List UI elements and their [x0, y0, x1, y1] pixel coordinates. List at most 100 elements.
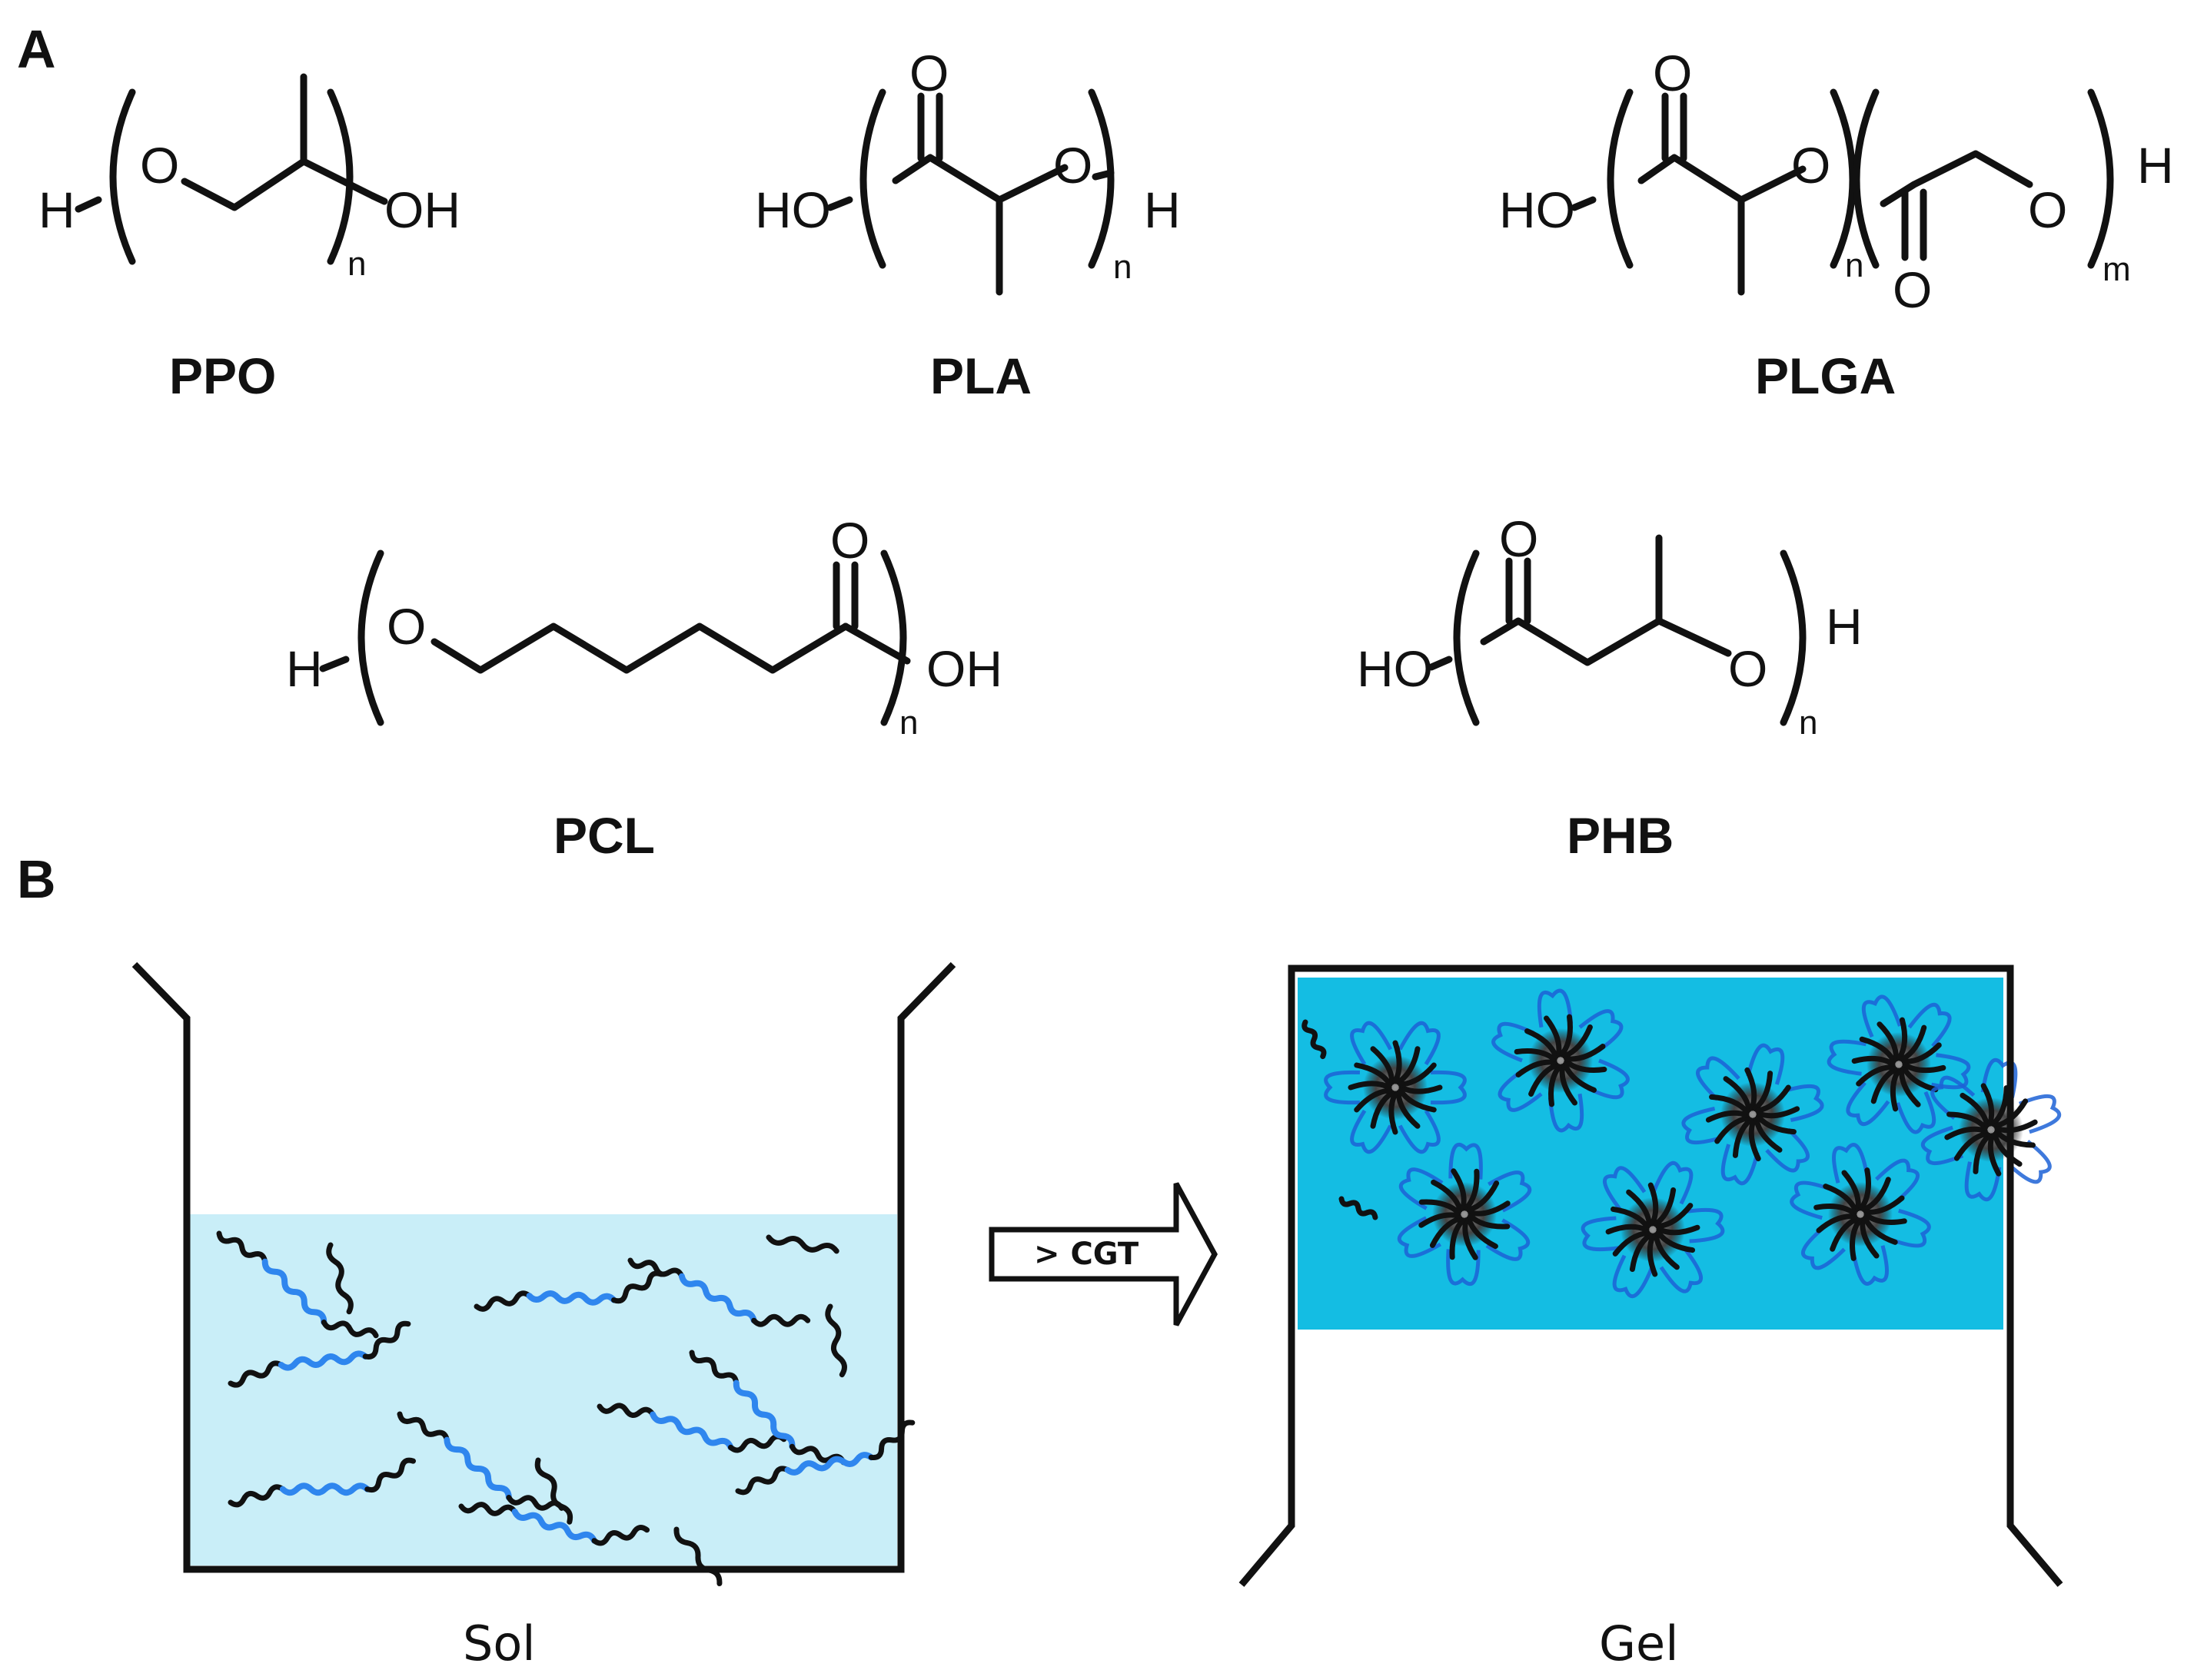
micelle-arm — [1756, 1106, 1800, 1119]
corona-loop — [1488, 1170, 1532, 1213]
micelle-arm — [1994, 1119, 2038, 1134]
micelle — [1681, 1043, 1824, 1186]
subscript-n: n — [1113, 248, 1132, 286]
micelle-arm — [1754, 1084, 1791, 1114]
corona-loop — [1498, 1068, 1543, 1112]
micelle-arm — [1980, 1083, 1995, 1127]
corona-loop — [1746, 1043, 1785, 1085]
micelle-arm — [1709, 1094, 1750, 1115]
subscript-n: n — [1799, 704, 1817, 742]
micelle-arm — [1561, 1024, 1593, 1059]
micelle-arm — [1841, 1170, 1861, 1212]
hydrophobic-segment — [868, 1419, 916, 1461]
hydrophobic-segment — [216, 1230, 268, 1265]
hydrophobic-segment — [611, 1270, 664, 1304]
triblock-chain — [228, 1320, 411, 1388]
micelle — [1397, 1143, 1532, 1286]
atom-o: O — [2028, 181, 2067, 238]
micelle-arm — [1816, 1214, 1858, 1233]
micelle-arm — [1418, 1212, 1461, 1228]
micelle-arm — [1823, 1184, 1859, 1214]
corona-loop — [2018, 1094, 2062, 1134]
hydrophobic-segment — [591, 1525, 650, 1546]
label-pcl: PCL — [553, 807, 655, 864]
corona-loop — [1398, 1109, 1441, 1154]
corona-loop — [1861, 994, 1902, 1038]
micelle-arm — [1754, 1116, 1783, 1153]
micelle-arm — [1890, 1067, 1901, 1112]
hydrophobic-segment — [321, 1320, 379, 1339]
micelle-arm — [1468, 1213, 1511, 1230]
atom-o: O — [1728, 640, 1767, 697]
micelle-arm — [1564, 1044, 1606, 1062]
sol-beaker-wall — [131, 961, 956, 1573]
corona-loop — [1851, 1245, 1889, 1286]
micelle-arm — [1388, 1091, 1398, 1135]
micelle-arm — [1524, 1028, 1559, 1060]
micelle-arm — [1418, 1199, 1461, 1216]
micelle-arm — [1392, 1040, 1402, 1084]
micelle-arm — [1946, 1111, 1988, 1131]
corona-loop — [1720, 1144, 1760, 1186]
panel-label-b: B — [17, 849, 56, 909]
corona-loop — [1324, 1070, 1361, 1105]
micelle — [1324, 1021, 1467, 1154]
atom-o: O — [1499, 510, 1538, 567]
corona-loop — [1350, 1109, 1393, 1154]
corona-loop — [1783, 1084, 1824, 1123]
micelle-arm — [1705, 1110, 1750, 1123]
micelle-arm — [1856, 1064, 1896, 1087]
corona-loop — [1350, 1021, 1393, 1066]
corona-loop — [1964, 1161, 2002, 1202]
sol-label: Sol — [463, 1615, 536, 1672]
hydrophilic-segment — [678, 1273, 757, 1324]
micelle-arm — [1647, 1182, 1659, 1227]
gel-label: Gel — [1599, 1615, 1678, 1672]
micelle-arm — [1953, 1131, 1990, 1161]
hydrophobic-segment — [364, 1457, 416, 1493]
label-pla: PLA — [930, 347, 1032, 404]
ppo-structure: H O OH n PPO — [38, 73, 460, 404]
label-plga: PLGA — [1755, 347, 1896, 404]
micelle-arm — [1466, 1216, 1498, 1250]
triblock-chain — [228, 1457, 416, 1508]
pcl-structure: H O O OH n PCL — [286, 512, 1002, 864]
panel-label-a: A — [17, 19, 56, 79]
hydrophobic-segment — [362, 1320, 411, 1360]
corona-loop — [1547, 1093, 1584, 1133]
corona-loop — [1790, 1180, 1832, 1220]
micelle-arm — [1656, 1224, 1700, 1236]
corona-loop — [1889, 1208, 1931, 1248]
corona-loop — [1931, 1053, 1971, 1090]
micelle-core — [1432, 1182, 1497, 1247]
micelle-arm — [1902, 1062, 1946, 1074]
micelle-arm — [1655, 1230, 1696, 1253]
hydrophobic-segment — [728, 1433, 787, 1453]
micelle — [1790, 1143, 1931, 1286]
atom-h: H — [38, 181, 75, 238]
corona-loop — [1980, 1057, 2018, 1098]
atom-o: O — [909, 45, 949, 101]
triblock-chain — [474, 1270, 664, 1312]
gel-micelle-network — [1301, 988, 2062, 1299]
atom-o: O — [1791, 137, 1830, 194]
corona-loop — [1896, 1091, 1936, 1134]
micelle-arm — [1896, 1017, 1908, 1061]
corona-loop — [1920, 1125, 1964, 1166]
micelle-arm — [1395, 1090, 1421, 1129]
corona-loop — [1398, 1167, 1444, 1210]
micelle — [1491, 988, 1630, 1133]
micelle-arm — [1813, 1204, 1857, 1217]
micelle-arm — [1348, 1081, 1392, 1091]
hydrophobic-segment — [474, 1290, 533, 1312]
corona-loop — [1930, 1075, 1976, 1120]
hydrophobic-segment — [228, 1484, 286, 1508]
micelle-arm — [1860, 1217, 1880, 1259]
corona-loop — [1875, 1158, 1920, 1204]
micelle-arm — [1431, 1179, 1463, 1213]
hydrophobic-segment — [735, 1466, 790, 1496]
micelle-arm — [1877, 1021, 1900, 1062]
micelle-arm — [1990, 1085, 2010, 1127]
micelle-arm — [1559, 1064, 1577, 1106]
micelle-arm — [1653, 1187, 1677, 1227]
